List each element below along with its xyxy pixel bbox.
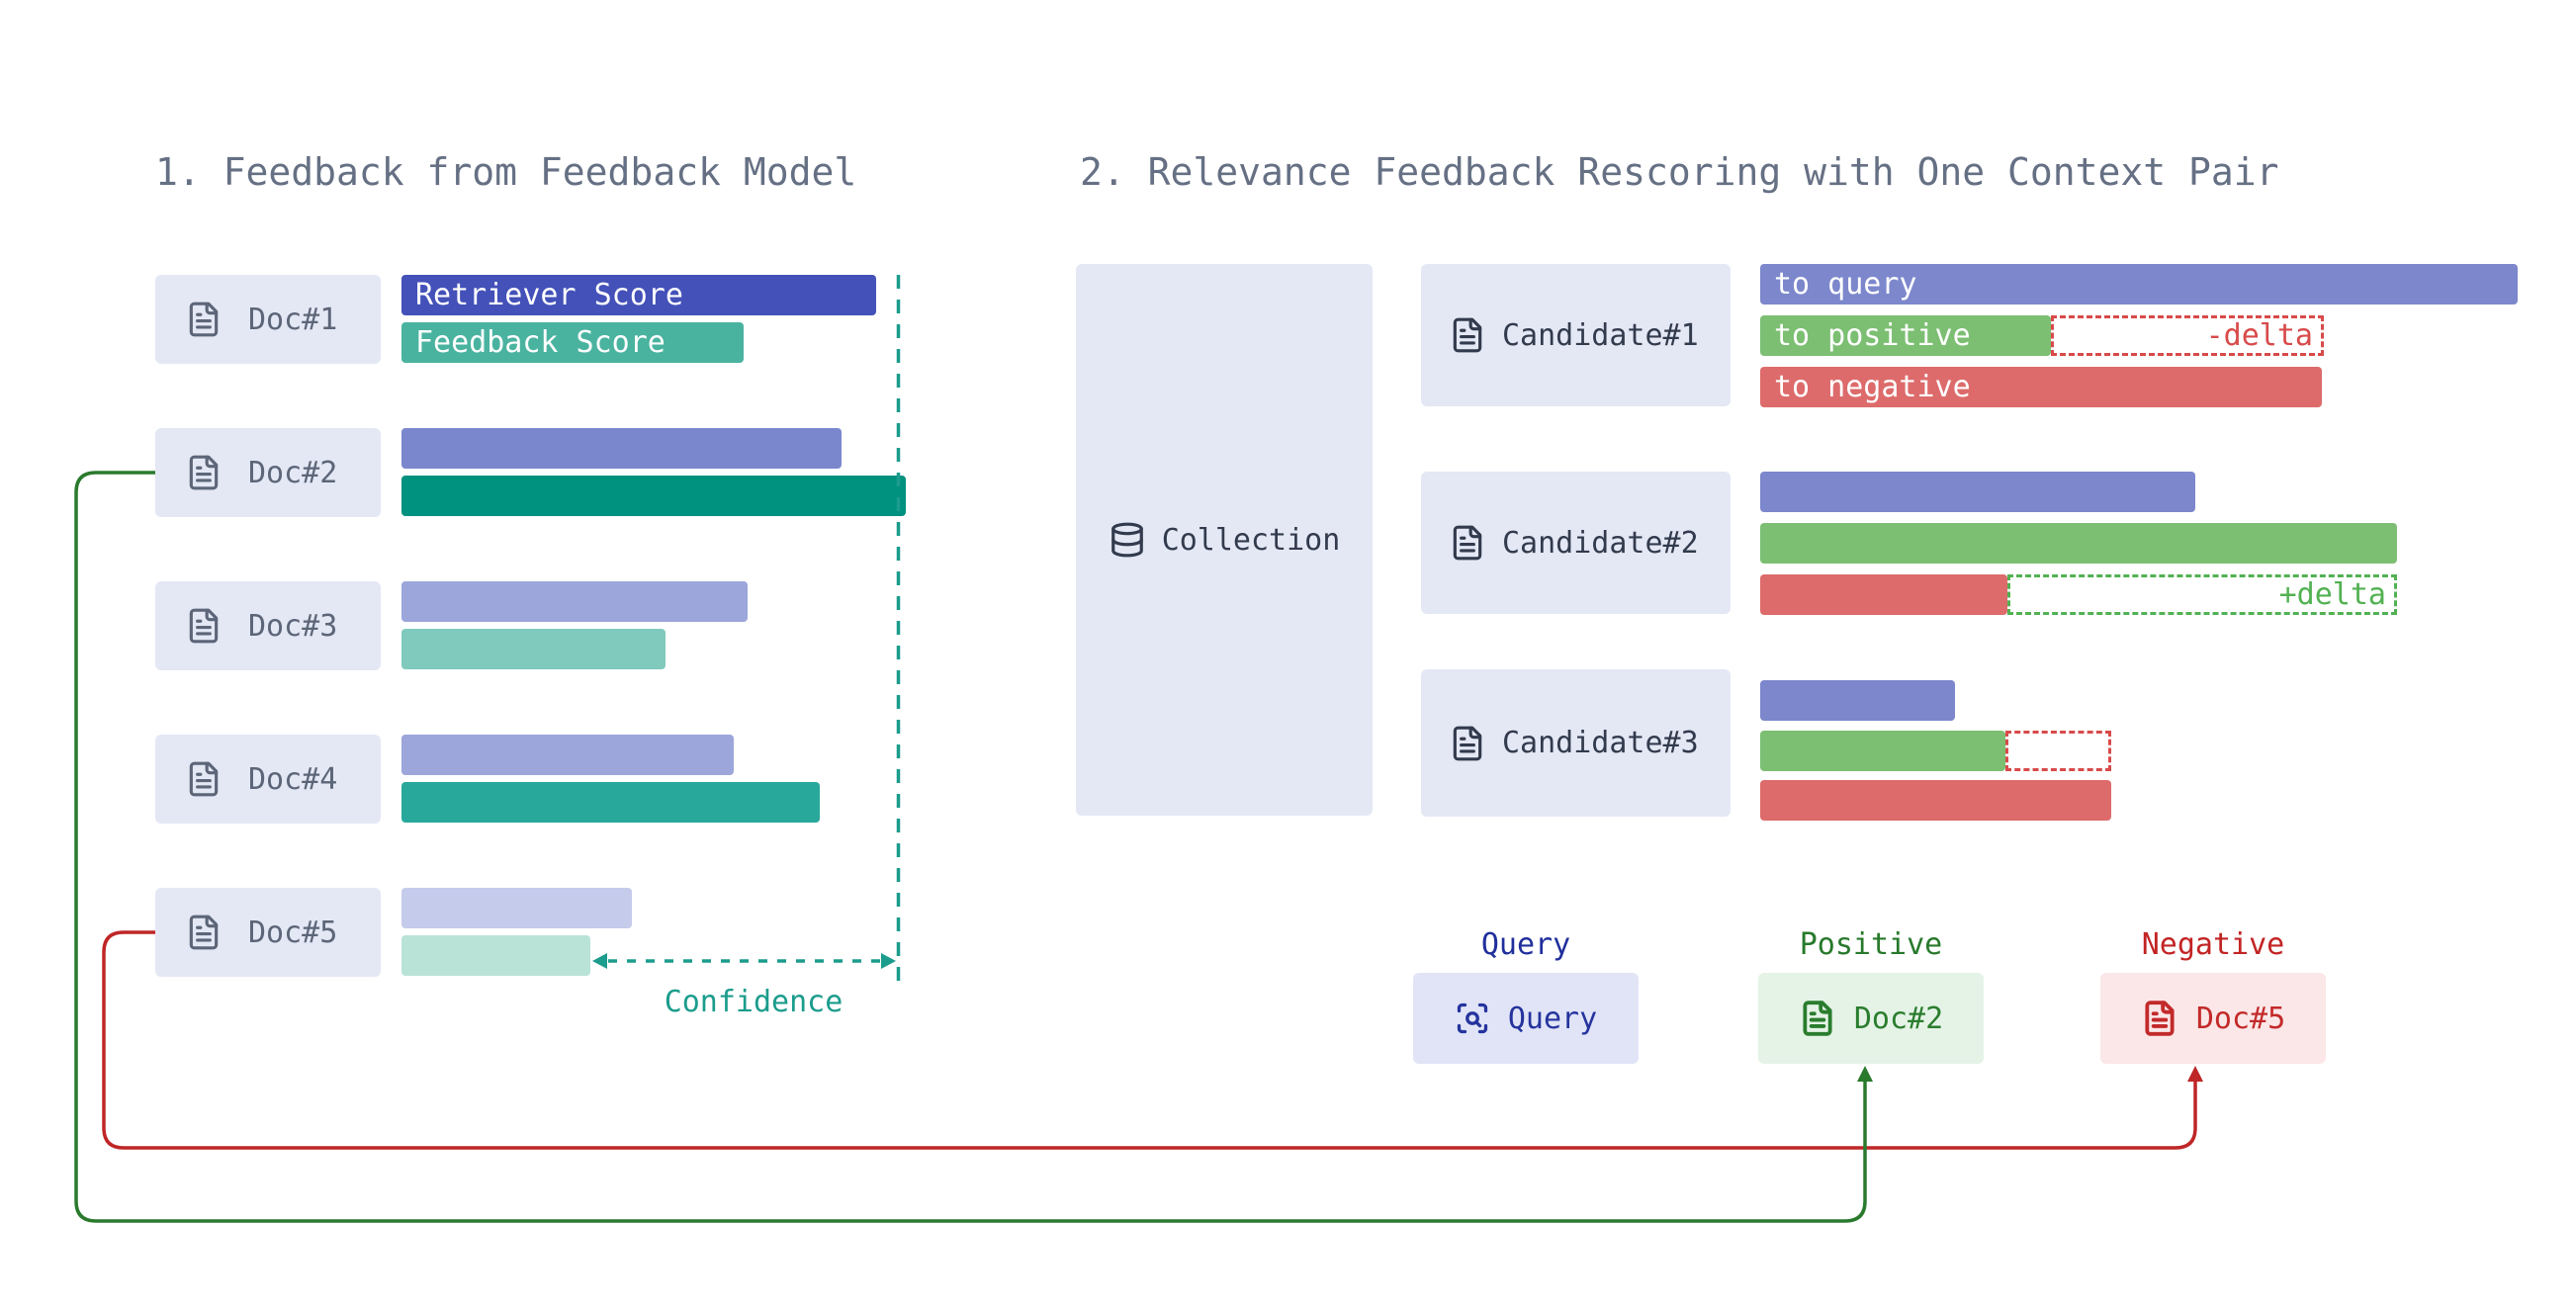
doc5-box: Doc#5 <box>155 888 381 977</box>
to-query-bar <box>1760 472 2195 512</box>
to-query-bar <box>1760 680 1955 721</box>
retriever-score-bar <box>401 888 632 928</box>
doc1-bars: Retriever Score Feedback Score <box>401 275 1588 364</box>
to-positive-bar <box>1760 523 2397 564</box>
to-negative-bar <box>1760 574 2007 615</box>
to-positive-bar: to positive <box>1760 315 2051 356</box>
feedback-score-bar <box>401 476 906 516</box>
candidate2-box: Candidate#2 <box>1421 472 1731 614</box>
retriever-score-bar: Retriever Score <box>401 275 876 315</box>
collection-label: Collection <box>1162 523 1341 558</box>
section2-title: 2. Relevance Feedback Rescoring with One… <box>1080 150 2279 194</box>
doc-label: Doc#2 <box>248 456 337 490</box>
to-positive-bar <box>1760 731 2005 771</box>
query-box: Query <box>1413 973 1639 1064</box>
doc5-bars <box>401 888 1588 977</box>
section1-title: 1. Feedback from Feedback Model <box>155 150 856 194</box>
file-text-icon <box>2141 1000 2178 1037</box>
candidate3-bars <box>1760 680 2551 829</box>
file-text-icon <box>185 454 222 491</box>
doc-label: Doc#5 <box>248 916 337 950</box>
doc-label: Doc#3 <box>248 609 337 644</box>
candidate-label: Candidate#1 <box>1502 318 1699 353</box>
collection-box: Collection <box>1076 264 1373 816</box>
positive-doc-box: Doc#2 <box>1758 973 1984 1064</box>
to-negative-bar: to negative <box>1760 367 2322 407</box>
query-box-label: Query <box>1508 1002 1597 1036</box>
positive-arrow-head <box>1857 1066 1873 1082</box>
scan-search-icon <box>1455 1001 1490 1036</box>
file-text-icon <box>1449 524 1486 562</box>
candidate3-box: Candidate#3 <box>1421 669 1731 817</box>
negative-doc-label: Doc#5 <box>2196 1002 2285 1036</box>
query-heading: Query <box>1413 927 1639 962</box>
file-text-icon <box>1449 316 1486 354</box>
candidate1-bars: to query to positive to negative -delta <box>1760 264 2551 412</box>
feedback-score-bar <box>401 782 820 823</box>
plus-delta-box: +delta <box>2007 574 2397 615</box>
feedback-score-bar <box>401 935 590 976</box>
doc1-box: Doc#1 <box>155 275 381 364</box>
minus-delta-box: -delta <box>2051 315 2324 356</box>
doc3-box: Doc#3 <box>155 581 381 670</box>
negative-heading: Negative <box>2100 927 2326 962</box>
file-text-icon <box>1799 1000 1836 1037</box>
to-query-bar: to query <box>1760 264 2518 305</box>
doc4-box: Doc#4 <box>155 735 381 824</box>
candidate1-box: Candidate#1 <box>1421 264 1731 406</box>
candidate2-bars: +delta <box>1760 472 2551 620</box>
doc4-bars <box>401 735 1588 824</box>
minus-delta-box <box>2005 731 2111 771</box>
doc-label: Doc#1 <box>248 303 337 337</box>
negative-arrow-head <box>2187 1066 2203 1082</box>
positive-heading: Positive <box>1758 927 1984 962</box>
file-text-icon <box>185 607 222 645</box>
to-negative-bar <box>1760 780 2111 821</box>
feedback-score-bar: Feedback Score <box>401 322 744 363</box>
feedback-score-bar <box>401 629 666 669</box>
retriever-score-bar <box>401 735 734 775</box>
file-text-icon <box>185 301 222 338</box>
file-text-icon <box>185 760 222 798</box>
confidence-label: Confidence <box>641 985 866 1019</box>
candidate-label: Candidate#2 <box>1502 526 1699 561</box>
retriever-score-bar <box>401 428 842 469</box>
negative-doc-box: Doc#5 <box>2100 973 2326 1064</box>
retriever-score-bar <box>401 581 748 622</box>
doc3-bars <box>401 581 1588 670</box>
database-icon <box>1109 521 1146 559</box>
file-text-icon <box>185 914 222 951</box>
doc2-bars <box>401 428 1588 517</box>
doc-label: Doc#4 <box>248 762 337 797</box>
candidate-label: Candidate#3 <box>1502 726 1699 760</box>
file-text-icon <box>1449 725 1486 762</box>
positive-doc-label: Doc#2 <box>1854 1002 1943 1036</box>
doc2-box: Doc#2 <box>155 428 381 517</box>
